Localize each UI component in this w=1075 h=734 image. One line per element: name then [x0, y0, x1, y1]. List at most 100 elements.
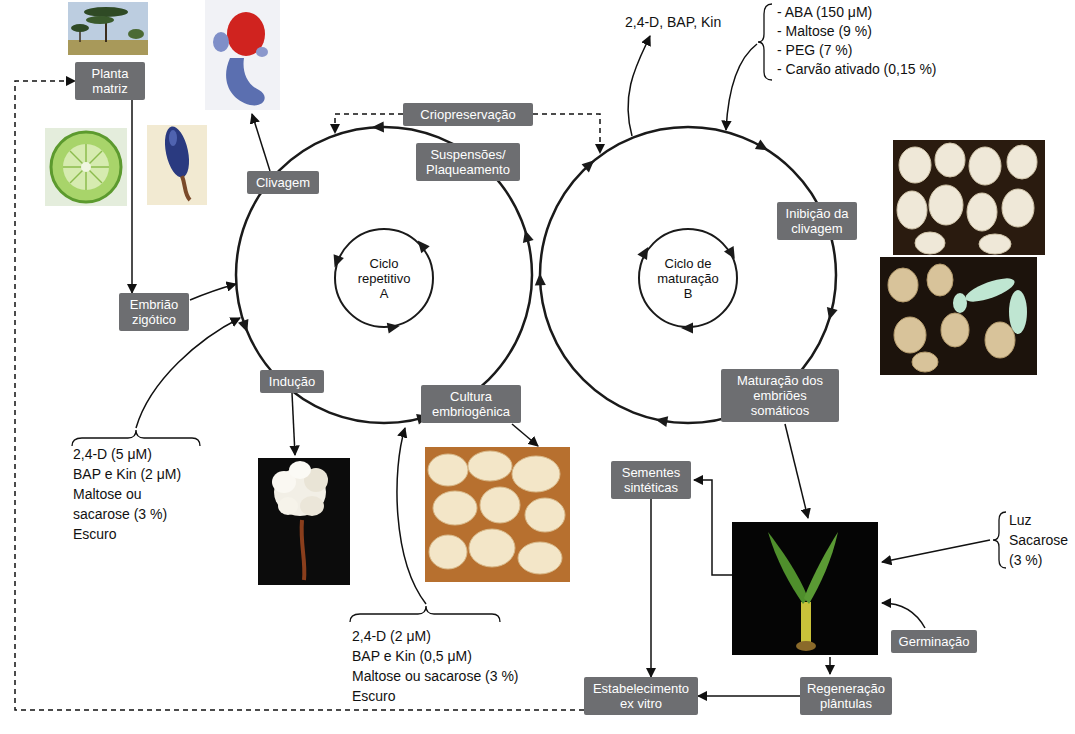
- leader-arrow: [292, 393, 295, 455]
- ring-arrowhead: [372, 121, 384, 132]
- ring-arrowheads: [238, 121, 838, 427]
- box-label: Clivagem: [253, 175, 313, 190]
- dashed-arrow: [335, 114, 403, 133]
- zygotic-embryo-photo: [147, 124, 207, 205]
- ring-arrowhead: [637, 247, 648, 260]
- leader-arrow: [136, 318, 240, 428]
- ring-arrowhead: [724, 246, 735, 259]
- box-label: Sementes sintéticas: [617, 465, 685, 495]
- ring-arrowhead: [418, 241, 430, 254]
- condition-label: Luz: [1009, 510, 1069, 530]
- condition-label: - Carvão ativado (0,15 %): [777, 60, 937, 79]
- condition-label: BAP e Kin (0,5 μM): [352, 646, 519, 666]
- process-box: Criopreservação: [403, 103, 533, 126]
- ring-arrowhead: [827, 307, 838, 320]
- leader-arrow: [190, 284, 236, 300]
- leader-arrow: [882, 540, 990, 562]
- box-label: Indução: [266, 374, 318, 389]
- dashed-connector: [15, 81, 584, 710]
- condition-label: Sacarose (3 %): [1009, 530, 1069, 570]
- cycle-circle: Ciclo de maturaçãoB: [638, 228, 738, 328]
- callus-photo: [258, 458, 350, 585]
- leader-arrow: [785, 424, 808, 518]
- box-label: Planta matriz: [81, 66, 139, 96]
- leader-arrow: [726, 44, 757, 130]
- condition-label: 2,4-D (5 μM): [73, 444, 185, 464]
- dashed-arrow: [533, 114, 600, 153]
- ring-arrowhead: [655, 416, 668, 427]
- connector: [131, 100, 133, 293]
- process-box: Indução: [260, 370, 324, 393]
- seedling-photo: [732, 522, 878, 655]
- condition-label: - PEG (7 %): [777, 41, 937, 60]
- condition-label: - ABA (150 μM): [777, 3, 937, 22]
- process-box: Suspensões/ Plaqueamento: [416, 143, 520, 181]
- condition-list: 2,4-D (2 μM)BAP e Kin (0,5 μM)Maltose ou…: [352, 626, 519, 706]
- cycle-label: Ciclo de maturação: [652, 256, 724, 286]
- bracket: [72, 430, 200, 446]
- box-label: Regeneração plântulas: [806, 681, 886, 711]
- leader-arrow: [829, 657, 831, 674]
- cycle-label: Ciclo repetitivo: [348, 256, 420, 286]
- stained-embryo-photo: [205, 0, 280, 110]
- tree-photo: [68, 2, 148, 55]
- condition-label: Maltose ou sacarose (3 %): [73, 484, 185, 524]
- leader-arrow: [628, 36, 650, 136]
- box-label: Suspensões/ Plaqueamento: [422, 147, 514, 177]
- cycle-label: B: [652, 286, 724, 301]
- ring-arrowhead: [535, 273, 546, 285]
- bracket: [758, 4, 772, 80]
- box-label: Maturação dos embriões somáticos: [727, 373, 833, 418]
- process-box: Cultura embriogênica: [421, 385, 521, 423]
- ring-arrowhead: [387, 323, 400, 334]
- box-label: Germinação: [897, 634, 971, 649]
- condition-list: - ABA (150 μM)- Maltose (9 %)- PEG (7 %)…: [777, 3, 937, 79]
- process-box: Planta matriz: [75, 62, 145, 100]
- leader-arrow: [397, 428, 426, 604]
- connector: [650, 499, 652, 677]
- bracket: [993, 512, 1006, 568]
- condition-label: 2,4-D, BAP, Kin: [625, 12, 721, 32]
- process-box: Maturação dos embriões somáticos: [721, 369, 839, 422]
- condition-label: - Maltose (9 %): [777, 22, 937, 41]
- condition-list: LuzSacarose (3 %): [1009, 510, 1069, 570]
- connector: [698, 695, 800, 697]
- cycle-label: A: [348, 286, 420, 301]
- process-box: Clivagem: [247, 171, 319, 194]
- process-box: Embrião zigótico: [119, 293, 189, 331]
- condition-label: Escuro: [352, 686, 519, 706]
- box-label: Estabelecimento ex vitro: [590, 681, 692, 711]
- ring-arrowhead: [755, 140, 768, 151]
- cycle-ring: [540, 127, 836, 423]
- condition-list: 2,4-D, BAP, Kin: [625, 12, 721, 32]
- box-label: Embrião zigótico: [125, 297, 183, 327]
- maturing-embryos-photo: [880, 257, 1037, 375]
- embryogenic-culture-photo: [425, 447, 570, 582]
- fruit-photo: [45, 128, 127, 206]
- ring-arrowhead: [238, 319, 248, 332]
- process-box: Sementes sintéticas: [611, 461, 691, 499]
- condition-label: Escuro: [73, 524, 185, 544]
- somatic-embryos-photo: [893, 140, 1045, 255]
- ring-arrowhead: [523, 230, 534, 243]
- cycle-circle: Ciclo repetitivoA: [334, 228, 434, 328]
- leader-arrow: [512, 424, 538, 446]
- leader-arrow: [252, 114, 270, 171]
- bracket: [350, 606, 500, 622]
- process-box: Germinação: [891, 630, 977, 653]
- cycle-ring: [236, 127, 532, 423]
- process-box: Inibição da clivagem: [777, 202, 857, 240]
- process-box: Regeneração plântulas: [800, 677, 892, 715]
- leader-arrow: [882, 603, 925, 628]
- box-label: Cultura embriogênica: [427, 389, 515, 419]
- ring-arrowhead: [681, 323, 693, 334]
- leader-arrow: [694, 480, 732, 575]
- condition-list: 2,4-D (5 μM)BAP e Kin (2 μM)Maltose ou s…: [73, 444, 185, 544]
- box-label: Inibição da clivagem: [783, 206, 851, 236]
- ring-arrowhead: [582, 160, 595, 172]
- condition-label: BAP e Kin (2 μM): [73, 464, 185, 484]
- process-box: Estabelecimento ex vitro: [584, 677, 698, 715]
